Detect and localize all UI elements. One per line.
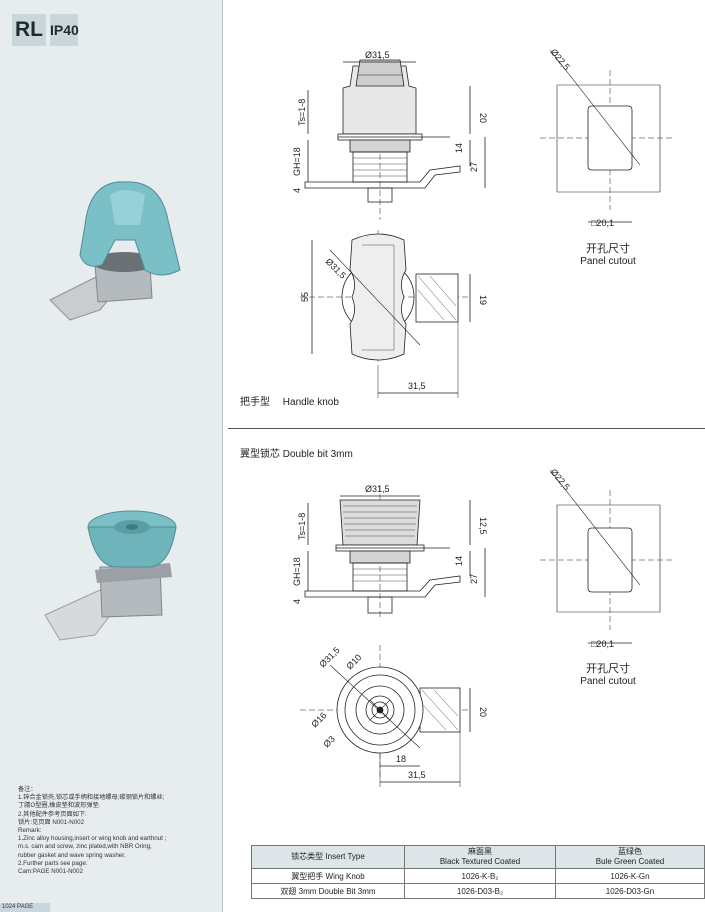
dim-top-h55: 55 (300, 292, 310, 302)
cell-black: 1026-K-B₂ (404, 868, 556, 884)
dim-bot-d315: Ø31,5 (317, 645, 341, 669)
dim-top-gh: GH=18 (292, 147, 302, 176)
dim-top-w315: 31,5 (408, 381, 426, 391)
dim-bot-d3: Ø3 (321, 734, 337, 750)
top-title-en: Handle knob (282, 397, 339, 408)
bottom-panel-cutout-label: 开孔尺寸 Panel cutout (563, 660, 653, 687)
note-line: 2.Further parts see page: (18, 859, 88, 867)
dim-top-d-round: Ø31,5 (324, 256, 348, 280)
bottom-front-view: Ø31,5 Ø10 Ø16 Ø3 20 18 31,5 (300, 645, 488, 787)
notes-block: 备注： 1.锌合金锁壳,锁芯或手柄和接地螺母;碳钢锁片和螺丝; 丁腈O型圈,橡皮… (18, 786, 218, 876)
cell-green: 1026-K-Gn (555, 868, 705, 884)
bottom-panel-cutout: Ø22,5 □20,1 (540, 467, 675, 649)
cell-type: 双翅 3mm Double Bit 3mm (251, 883, 405, 899)
dim-bot-ts: Ts=1-8 (297, 513, 307, 540)
dim-top-h19: 19 (478, 295, 488, 305)
top-panel-cutout: Ø22,5 □20,1 (540, 47, 675, 228)
top-cutout-cn: 开孔尺寸 (586, 243, 630, 255)
top-cutout-en: Panel cutout (580, 256, 636, 267)
col-insert-type: 锁芯类型 Insert Type (251, 845, 405, 869)
bottom-section-title: 翼型锁芯 Double bit 3mm (240, 449, 353, 460)
note-line: 锁片:见页面 N001-N002 (18, 818, 85, 826)
note-line: m.s. cam and screw, zinc plated,with NBR… (18, 843, 152, 851)
top-front-view: Ø31,5 55 19 31,5 (300, 230, 488, 398)
dim-bot-cut-sq: □20,1 (591, 639, 614, 649)
note-line: Remark: (18, 827, 42, 835)
dim-bot-h4: 4 (292, 599, 302, 604)
note-line: 备注： (18, 786, 37, 793)
top-section-title: 把手型 Handle knob (240, 393, 339, 408)
cell-green: 1026-D03-Gn (555, 883, 705, 899)
cell-black: 1026-D03-B₂ (404, 883, 556, 899)
dim-bot-d16: Ø16 (309, 710, 328, 729)
cell-type: 翼型把手 Wing Knob (251, 868, 405, 884)
table-row: 翼型把手 Wing Knob 1026-K-B₂ 1026-K-Gn (251, 868, 705, 884)
dim-top-h27: 27 (469, 162, 479, 172)
note-line: 1.Zinc alloy housing,insert or wing knob… (18, 835, 167, 843)
dim-top-h4: 4 (292, 188, 302, 193)
note-line: 丁腈O型圈,橡皮垫和波形弹垫. (18, 802, 101, 810)
dim-top-h20: 20 (478, 113, 488, 123)
dim-top-cut-sq: □20,1 (591, 218, 614, 228)
sidebar-panel (0, 0, 222, 912)
dim-bot-h27: 27 (469, 574, 479, 584)
bottom-cutout-cn: 开孔尺寸 (586, 663, 630, 675)
series-badge: RL (12, 14, 46, 46)
dim-bot-w315: 31,5 (408, 770, 426, 780)
note-line: Cam:PAGE N001-N002 (18, 868, 83, 876)
dim-top-cut-d: Ø22,5 (548, 47, 571, 72)
top-side-view: Ø31,5 20 14 27 Ts=1-8 GH=18 4 (292, 50, 488, 220)
dim-top-ts: Ts=1-8 (297, 99, 307, 126)
note-line: rubber gasket and wave spring washer. (18, 851, 126, 859)
note-line: 2.其他配件参考页面如下: (18, 810, 87, 818)
dim-bot-d-head: Ø31,5 (365, 484, 390, 494)
page-tab: 1024 PAGE (0, 903, 50, 912)
dim-bot-w18: 18 (396, 754, 406, 764)
dim-bot-cut-d: Ø22,5 (548, 467, 571, 492)
table-row: 双翅 3mm Double Bit 3mm 1026-D03-B₂ 1026-D… (251, 883, 705, 899)
section-divider-vertical (222, 0, 223, 912)
double-bit-photo (44, 510, 177, 641)
dim-top-d-head: Ø31,5 (365, 50, 390, 60)
dim-top-h14: 14 (454, 143, 464, 153)
ip-rating-badge: IP40 (50, 14, 79, 46)
top-title-cn: 把手型 (240, 397, 270, 408)
dim-bot-h125: 12,5 (478, 517, 488, 535)
bottom-side-view: Ø31,5 12,5 14 27 Ts=1-8 GH=18 4 (292, 484, 488, 620)
dim-bot-d10: Ø10 (344, 652, 363, 671)
section-divider-horizontal (228, 428, 705, 429)
handle-knob-photo (49, 181, 181, 321)
bottom-cutout-en: Panel cutout (580, 676, 636, 687)
note-line: 1.锌合金锁壳,锁芯或手柄和接地螺母;碳钢锁片和螺丝; (18, 794, 165, 802)
dim-bot-gh: GH=18 (292, 557, 302, 586)
dim-bot-h14: 14 (454, 556, 464, 566)
dim-bot-h20: 20 (478, 707, 488, 717)
top-panel-cutout-label: 开孔尺寸 Panel cutout (563, 240, 653, 267)
